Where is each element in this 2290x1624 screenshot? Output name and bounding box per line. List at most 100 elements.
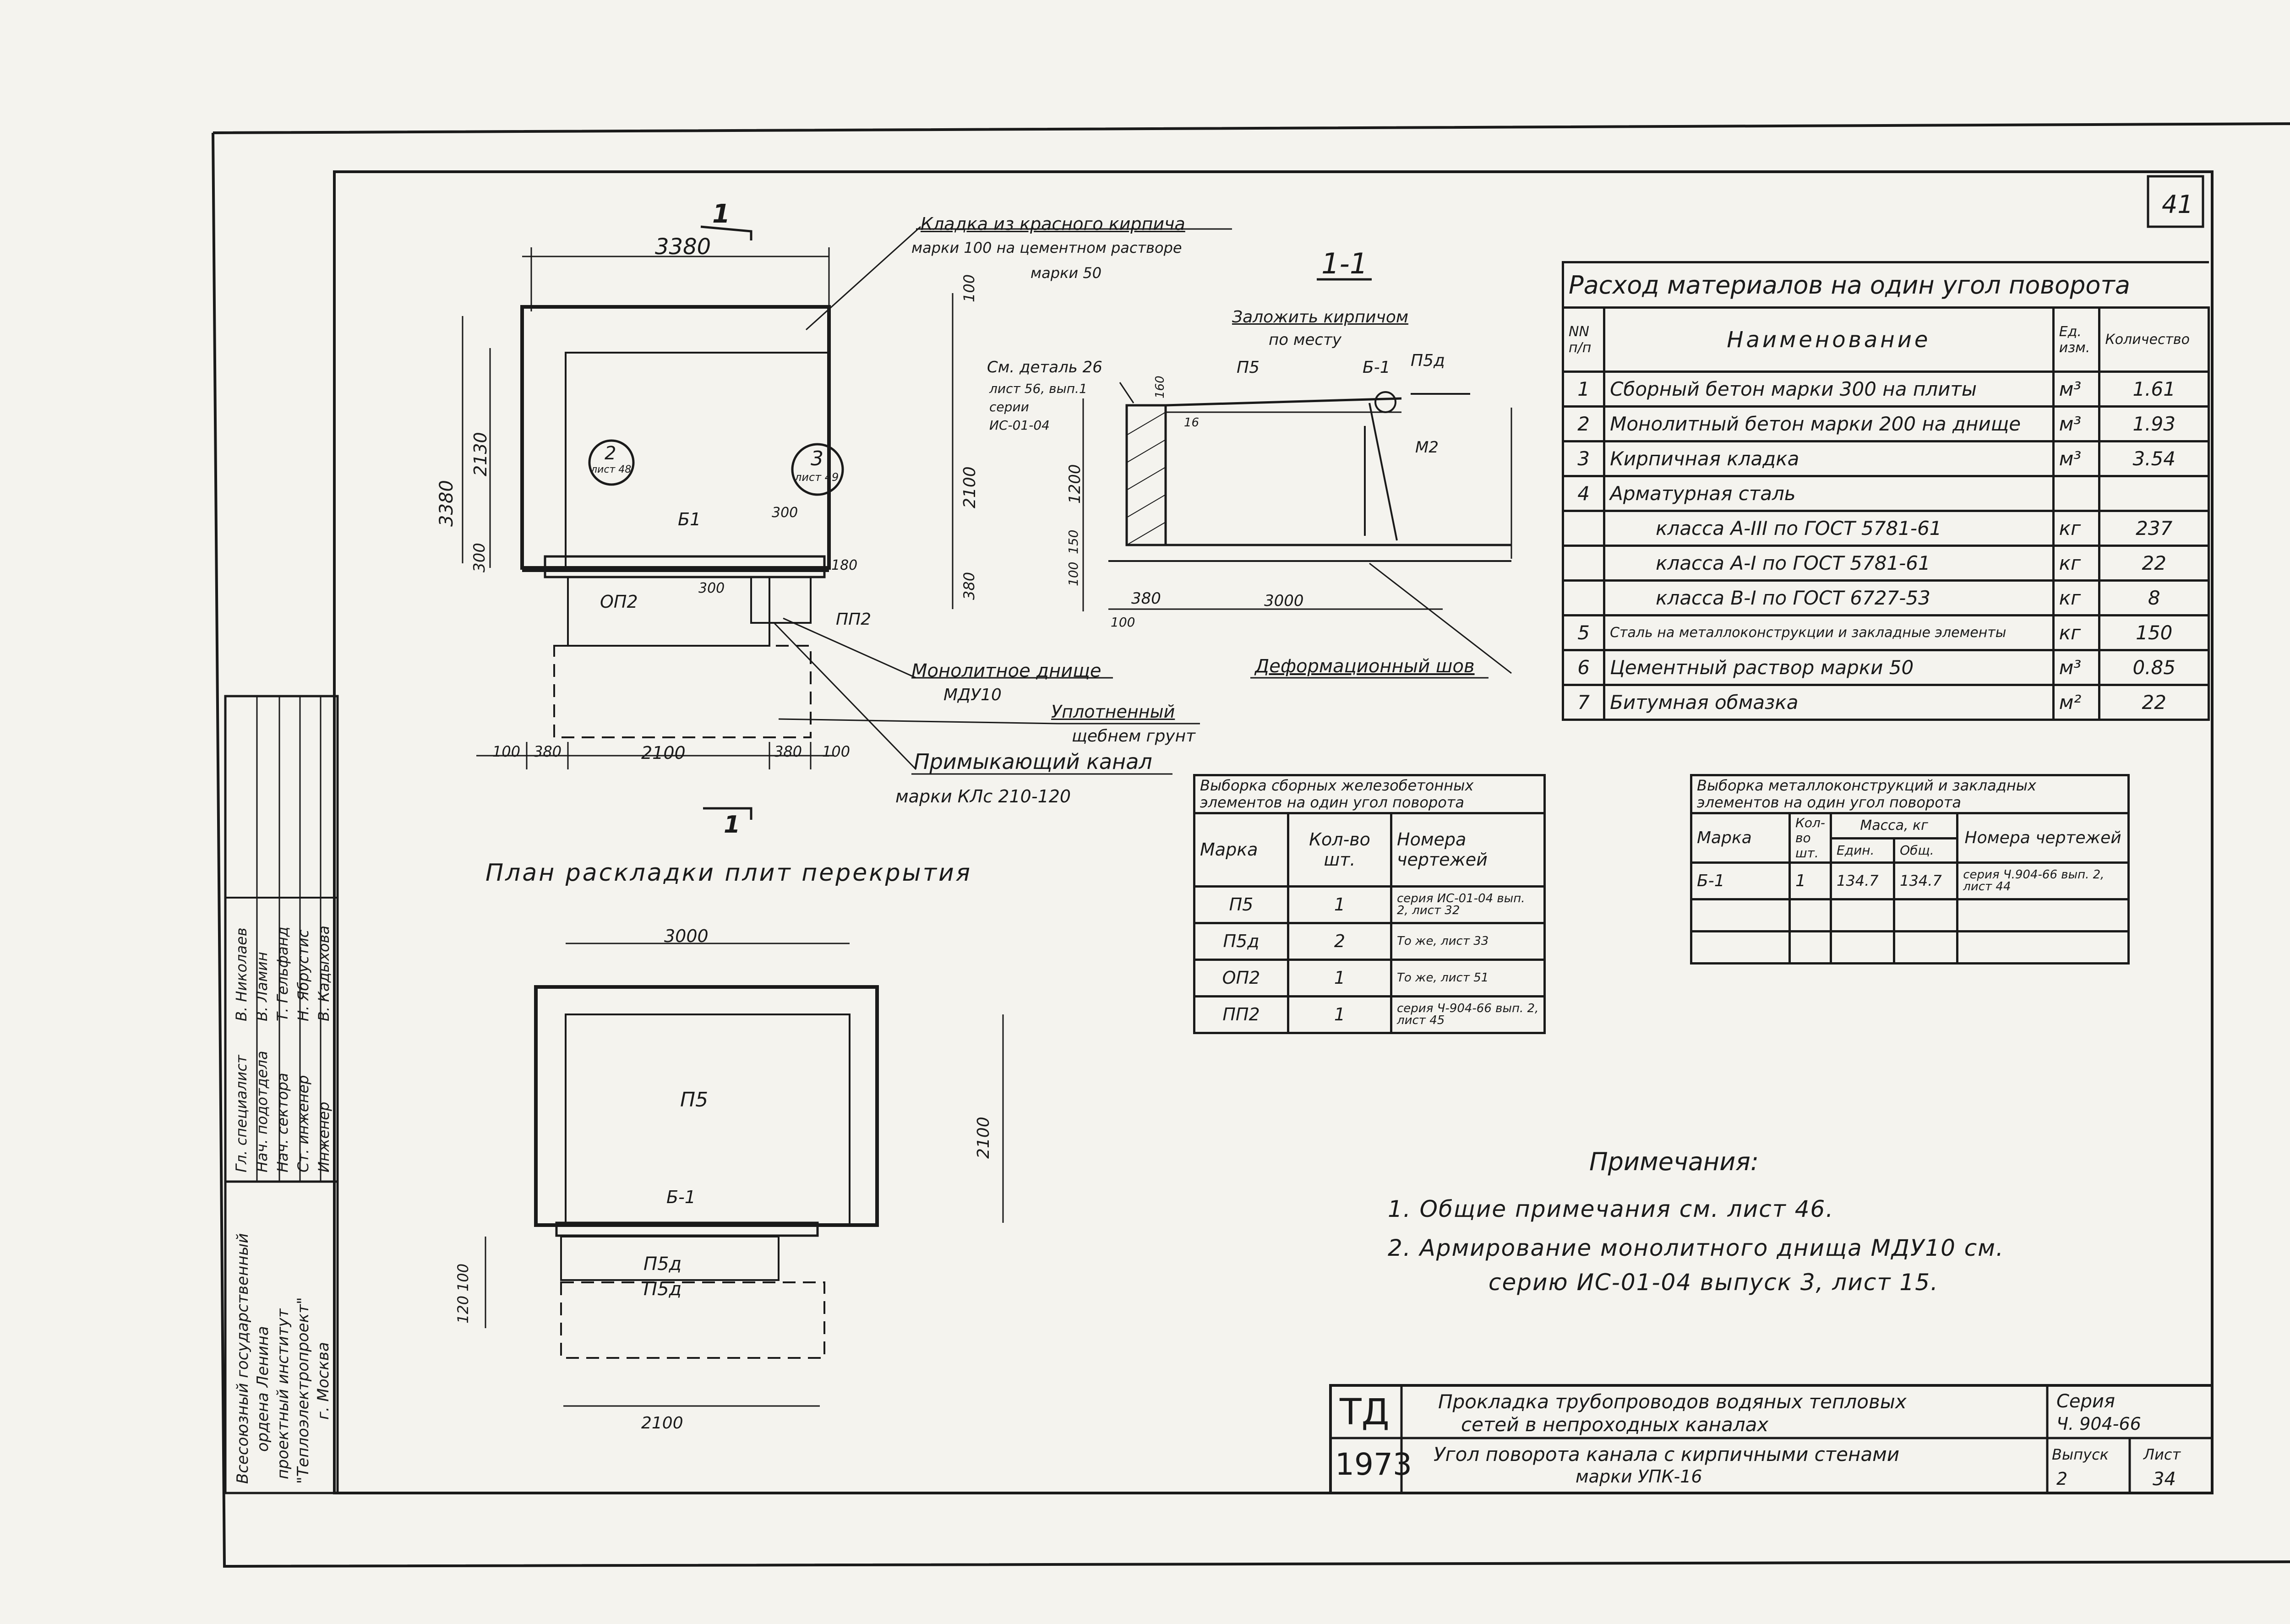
materials-cell-unit: м³: [2052, 371, 2101, 408]
title-block-td: ТД: [1340, 1392, 1390, 1433]
precast-cell-qty: 1: [1287, 958, 1392, 997]
metal-empty-cell: [1788, 898, 1832, 932]
precast-cell-mark: П5: [1193, 885, 1289, 924]
materials-cell-name: Сталь на металлоконструкции и закладные …: [1603, 614, 2055, 651]
metal-empty-cell: [1690, 930, 1791, 965]
plan2-dim-left-100: 100: [454, 1263, 472, 1292]
materials-header-qty: Количество: [2098, 306, 2210, 373]
note-adjacent-2: марки КЛс 210-120: [895, 786, 1071, 807]
metal-empty-cell: [1788, 930, 1832, 965]
title-block-title1: Прокладка трубопроводов водяных тепловых: [1438, 1390, 1907, 1413]
precast-header-mark: Марка: [1193, 812, 1289, 888]
precast-cell-mark: ПП2: [1193, 995, 1289, 1034]
plan-dim-right-upper: 2100: [960, 466, 979, 508]
callout-3-number: 3: [811, 447, 823, 470]
plan2-label-b1: Б-1: [666, 1187, 696, 1207]
title-block-sheet-value: 34: [2153, 1469, 2176, 1490]
title-block-title1b: сетей в непроходных каналах: [1461, 1413, 1769, 1436]
notes-line1: 1. Общие примечания см. лист 46.: [1388, 1196, 1834, 1222]
materials-cell-name: Монолитный бетон марки 200 на днище: [1603, 405, 2055, 442]
plan-dim-bottom-380: 380: [534, 743, 562, 760]
metal-empty-row: [1690, 898, 2130, 932]
plan2-label-p5d-a: П5д: [643, 1253, 682, 1275]
section-dim-380: 380: [1131, 589, 1161, 608]
metal-empty-cell: [1830, 898, 1896, 932]
side-org-3: проектный институт: [274, 1308, 292, 1479]
materials-cell-qty: 0.85: [2098, 649, 2210, 686]
materials-cell-num: 6: [1561, 649, 1606, 686]
materials-cell-num: 5: [1561, 614, 1606, 651]
materials-cell-num: 1: [1561, 371, 1606, 408]
section-dim-1200: 1200: [1066, 464, 1084, 504]
section-detail-2: лист 56, вып.1: [989, 381, 1087, 396]
plan-dim-300b: 300: [698, 580, 725, 596]
note-brick-3: марки 50: [1030, 264, 1102, 282]
plan2-dim-bottom: 2100: [641, 1414, 683, 1433]
side-role-row: Ст. инженер Н. Ябрустис: [294, 733, 315, 1172]
metal-empty-cell: [1893, 898, 1959, 932]
materials-cell-qty: 22: [2098, 684, 2210, 721]
materials-cell-qty: 1.61: [2098, 371, 2210, 408]
note-gravel-2: щебнем грунт: [1072, 727, 1196, 746]
title-block-title2b: марки УПК-16: [1576, 1466, 1702, 1487]
side-name: Н. Ябрустис: [294, 929, 312, 1021]
metal-empty-cell: [1956, 898, 2130, 932]
notes-line2: 2. Армирование монолитного днища МДУ10 с…: [1388, 1235, 2004, 1261]
side-name: В. Ламин: [253, 952, 271, 1021]
materials-cell-unit: кг: [2052, 545, 2101, 582]
section-label-m2: М2: [1415, 438, 1439, 457]
plan-dim-left-mid: 300: [470, 543, 489, 572]
section-note-brick: Заложить кирпичом: [1232, 308, 1409, 327]
materials-cell-qty: 150: [2098, 614, 2210, 651]
section-dim-3000: 3000: [1264, 592, 1304, 610]
side-name: В. Кадыхова: [315, 926, 333, 1021]
section-detail-3: серии: [989, 399, 1029, 414]
materials-cell-unit: кг: [2052, 579, 2101, 616]
side-role: Гл. специалист: [233, 1055, 250, 1173]
notes-title: Примечания:: [1589, 1147, 1759, 1176]
precast-cell-drawings: То же, лист 51: [1390, 958, 1546, 997]
materials-cell-name: Кирпичная кладка: [1603, 440, 2055, 477]
plan2-label-p5d-b: П5д: [643, 1279, 682, 1300]
plan-label-pp2: ПП2: [836, 610, 872, 629]
notes-line3: серию ИС-01-04 выпуск 3, лист 15.: [1488, 1269, 1939, 1296]
metal-empty-row: [1690, 930, 2130, 965]
metal-empty-cell: [1690, 898, 1791, 932]
materials-cell-num: 7: [1561, 684, 1606, 721]
metal-empty-cell: [1830, 930, 1896, 965]
side-role: Нач. подотдела: [253, 1051, 271, 1172]
title-block-series-label: Серия: [2056, 1391, 2115, 1412]
materials-header-num: NN п/п: [1561, 306, 1606, 373]
section-title: 1-1: [1321, 247, 1368, 280]
materials-cell-num: [1561, 579, 1606, 616]
precast-cell-qty: 1: [1287, 995, 1392, 1034]
materials-table: Расход материалов на один угол поворота …: [1561, 261, 2210, 721]
metal-cell-mark: Б-1: [1690, 861, 1791, 900]
precast-table: Выборка сборных железобетонных элементов…: [1193, 774, 1546, 1034]
metal-table: Выборка металлоконструкций и закладных э…: [1690, 774, 2130, 965]
materials-cell-name: Цементный раствор марки 50: [1603, 649, 2055, 686]
plan-dim-bottom-100b: 100: [822, 743, 851, 760]
callout-2-sheet: лист 48: [591, 464, 632, 475]
precast-cell-qty: 2: [1287, 921, 1392, 961]
title-block-sheet-label: Лист: [2143, 1446, 2181, 1463]
section-label-p5d: П5д: [1411, 351, 1445, 370]
metal-cell-drawings: серия Ч.904-66 вып. 2, лист 44: [1956, 861, 2130, 900]
metal-empty-cell: [1893, 930, 1959, 965]
callout-3-sheet: лист 49: [795, 471, 839, 484]
side-role: Ст. инженер: [294, 1075, 312, 1172]
precast-cell-drawings: серия Ч-904-66 вып. 2, лист 45: [1390, 995, 1546, 1034]
materials-cell-num: 4: [1561, 475, 1606, 512]
